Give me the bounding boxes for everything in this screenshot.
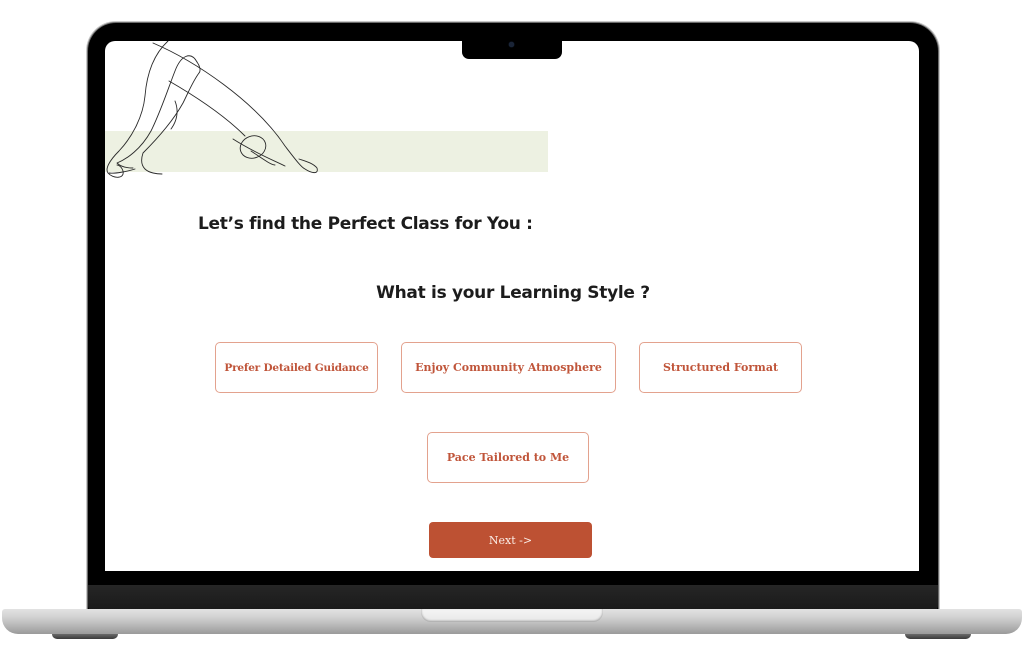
option-detailed-guidance[interactable]: Prefer Detailed Guidance [215,342,378,393]
decorative-band [105,131,548,172]
question-title: What is your Learning Style ? [376,283,650,303]
option-community-atmosphere[interactable]: Enjoy Community Atmosphere [401,342,616,393]
laptop-foot-right [905,634,971,639]
next-button[interactable]: Next -> [429,522,592,558]
page-heading: Let’s find the Perfect Class for You : [198,214,533,234]
option-structured-format[interactable]: Structured Format [639,342,802,393]
laptop-foot-left [52,634,118,639]
laptop-opening-notch [421,609,603,622]
yoga-figure-icon [106,41,318,178]
camera-icon [509,42,514,47]
screen: Let’s find the Perfect Class for You : W… [105,41,919,571]
camera-notch [462,23,562,59]
laptop-chin [88,585,938,610]
option-pace-tailored[interactable]: Pace Tailored to Me [427,432,589,483]
